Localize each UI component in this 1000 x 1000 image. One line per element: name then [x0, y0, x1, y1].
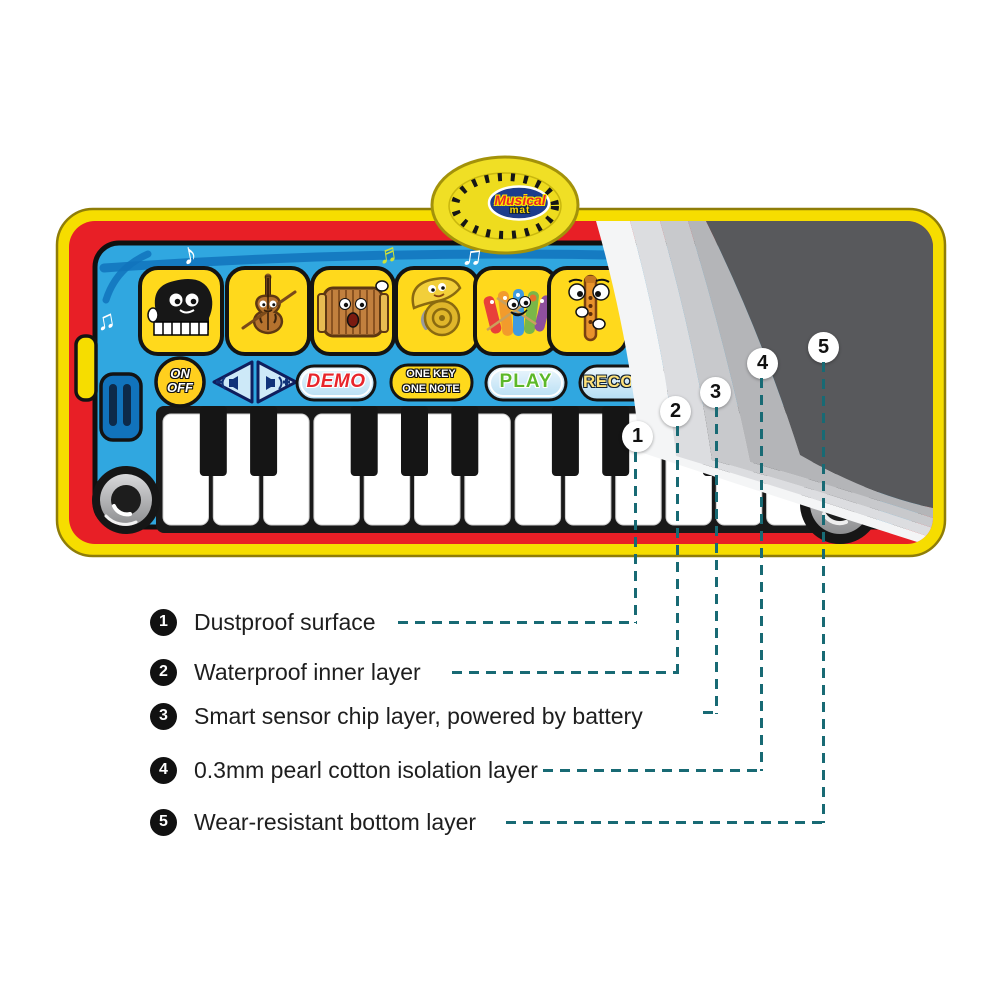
black-key: [250, 406, 278, 476]
legend-text: 0.3mm pearl cotton isolation layer: [194, 756, 538, 783]
layer-5-bottom: [706, 221, 933, 508]
legend-text: Dustproof surface: [194, 608, 376, 635]
callout-line-4-horizontal: [543, 769, 763, 772]
one-key-line2: ONE NOTE: [402, 383, 460, 395]
black-key: [401, 406, 428, 476]
logo-sub-text: mat: [509, 205, 531, 216]
demo-button: [295, 364, 377, 402]
speaker-holes: [451, 173, 559, 239]
power-on-text: ON: [170, 366, 190, 381]
layer-marker-2: 2: [660, 396, 691, 427]
instrument-tile-accordion: [310, 266, 396, 356]
instrument-tile-xylophone: [473, 266, 559, 356]
power-button: [154, 356, 206, 408]
instrument-tile-flute: [547, 266, 629, 356]
play-button: [484, 364, 568, 402]
black-key: [602, 406, 630, 476]
speaker-plus-icon: [266, 376, 275, 390]
speaker-minus-icon: [229, 376, 238, 390]
legend-row: 1 Dustproof surface: [150, 607, 376, 637]
callout-line-5-vertical: [822, 362, 825, 823]
callout-line-5-horizontal: [506, 821, 825, 824]
legend-number-badge: 1: [150, 608, 177, 636]
layer-marker-4: 4: [747, 348, 778, 379]
callout-line-4-vertical: [760, 378, 763, 771]
play-button-label: PLAY: [499, 371, 553, 392]
black-key: [451, 406, 479, 476]
power-off-text: OFF: [167, 380, 193, 395]
layer-3-sensor-chip: [660, 221, 933, 528]
callout-line-1-horizontal: [398, 621, 637, 624]
one-key-one-note-label: ONE KEY ONE NOTE: [391, 367, 471, 397]
legend-row: 4 0.3mm pearl cotton isolation layer: [150, 755, 538, 785]
layer-2-waterproof: [630, 221, 933, 538]
power-button-label: ON OFF: [156, 367, 204, 395]
volume-up-button: [256, 360, 298, 404]
layer-marker-3: 3: [700, 377, 731, 408]
logo-badge: [487, 185, 551, 221]
callout-line-3-horizontal: [703, 711, 718, 714]
volume-down-button: [212, 360, 254, 404]
record-button-label: RECO: [583, 372, 631, 391]
legend-number-badge: 3: [150, 702, 177, 730]
layer-marker-1: 1: [622, 421, 653, 452]
legend-row: 2 Waterproof inner layer: [150, 657, 421, 687]
layer-marker-5: 5: [808, 332, 839, 363]
music-note-icon: ♬: [375, 236, 406, 270]
callout-line-1-vertical: [634, 452, 637, 623]
one-key-one-note-button: [389, 363, 474, 402]
legend-text: Waterproof inner layer: [194, 658, 421, 685]
callout-line-3-vertical: [715, 407, 718, 714]
one-key-line1: ONE KEY: [406, 368, 456, 380]
black-key: [199, 406, 227, 476]
speaker-unit: [430, 155, 580, 255]
logo-brand-text: Musical: [494, 192, 546, 208]
legend-row: 5 Wear-resistant bottom layer: [150, 807, 476, 837]
legend-number-badge: 5: [150, 808, 177, 836]
layer-4-pearl-cotton: [688, 221, 933, 518]
instrument-tile-piano: [138, 266, 224, 356]
wheel-left: [92, 466, 160, 534]
black-key: [551, 406, 579, 476]
instrument-tile-cello: [225, 266, 311, 356]
music-note-icon: ♫: [460, 238, 486, 273]
callout-line-2-vertical: [676, 426, 679, 673]
legend-text: Wear-resistant bottom layer: [194, 808, 477, 835]
legend-number-badge: 2: [150, 658, 177, 686]
legend-row: 3 Smart sensor chip layer, powered by ba…: [150, 701, 643, 731]
callout-line-2-horizontal: [452, 671, 679, 674]
black-key: [350, 406, 378, 476]
demo-button-label: DEMO: [306, 371, 366, 392]
layer-1-dustproof-surface: [596, 221, 933, 544]
bus-grille: [99, 372, 143, 442]
bus-mirror: [74, 334, 98, 402]
peeled-corner-layers: [596, 221, 933, 544]
legend-number-badge: 4: [150, 756, 177, 784]
instrument-tile-horn: [394, 266, 480, 356]
legend-text: Smart sensor chip layer, powered by batt…: [194, 702, 643, 729]
